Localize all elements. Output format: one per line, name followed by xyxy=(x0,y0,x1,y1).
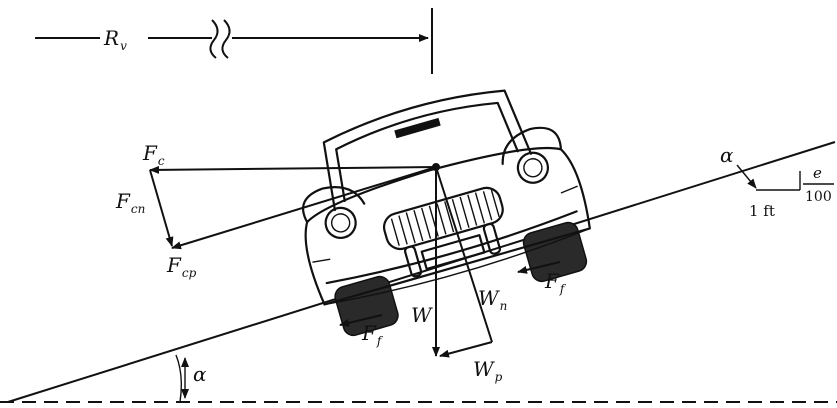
car-illustration xyxy=(302,89,591,337)
car-body xyxy=(304,146,591,306)
rearview-mirror xyxy=(394,117,441,139)
right-fender xyxy=(501,126,563,166)
front-bumper xyxy=(325,210,578,285)
bank-angle-label: α xyxy=(193,362,207,386)
left-front-tire xyxy=(334,275,399,337)
right-overrider xyxy=(482,222,501,255)
slope-rise-numerator: e xyxy=(813,164,822,182)
fcp-label: Fcp xyxy=(166,253,197,280)
bank-angle-arc xyxy=(175,354,183,403)
wn-label: Wn xyxy=(478,286,507,313)
left-overrider xyxy=(403,245,423,278)
left-fender xyxy=(302,186,366,224)
w-label: W xyxy=(411,303,433,327)
right-headlight xyxy=(516,151,550,184)
wn-force-arrow xyxy=(435,166,493,343)
ff-left-label: Ff xyxy=(361,321,384,348)
wp-label: Wp xyxy=(473,357,503,384)
slope-run-label: 1 ft xyxy=(749,202,775,220)
ff-left-arrow xyxy=(339,314,383,327)
fcp-force-arrow xyxy=(171,166,437,250)
license-plate xyxy=(420,234,486,271)
windshield xyxy=(322,89,533,212)
left-headlight xyxy=(324,206,357,239)
ff-right-label: Ff xyxy=(544,269,567,296)
slope-rise-denominator: 100 xyxy=(805,189,832,205)
wp-force-arrow xyxy=(439,341,493,358)
fc-label: Fc xyxy=(142,141,165,168)
radius-break-mark xyxy=(209,19,231,59)
radius-label: Rv xyxy=(103,26,127,53)
fcn-force-arrow xyxy=(149,169,174,247)
slope-angle-pointer xyxy=(736,164,757,189)
fcn-label: Fcn xyxy=(115,189,145,216)
slope-angle-label: α xyxy=(720,143,734,167)
grille xyxy=(382,186,504,251)
ff-right-arrow xyxy=(517,261,561,274)
windshield-inner xyxy=(335,101,519,203)
fc-force-arrow xyxy=(149,165,437,174)
